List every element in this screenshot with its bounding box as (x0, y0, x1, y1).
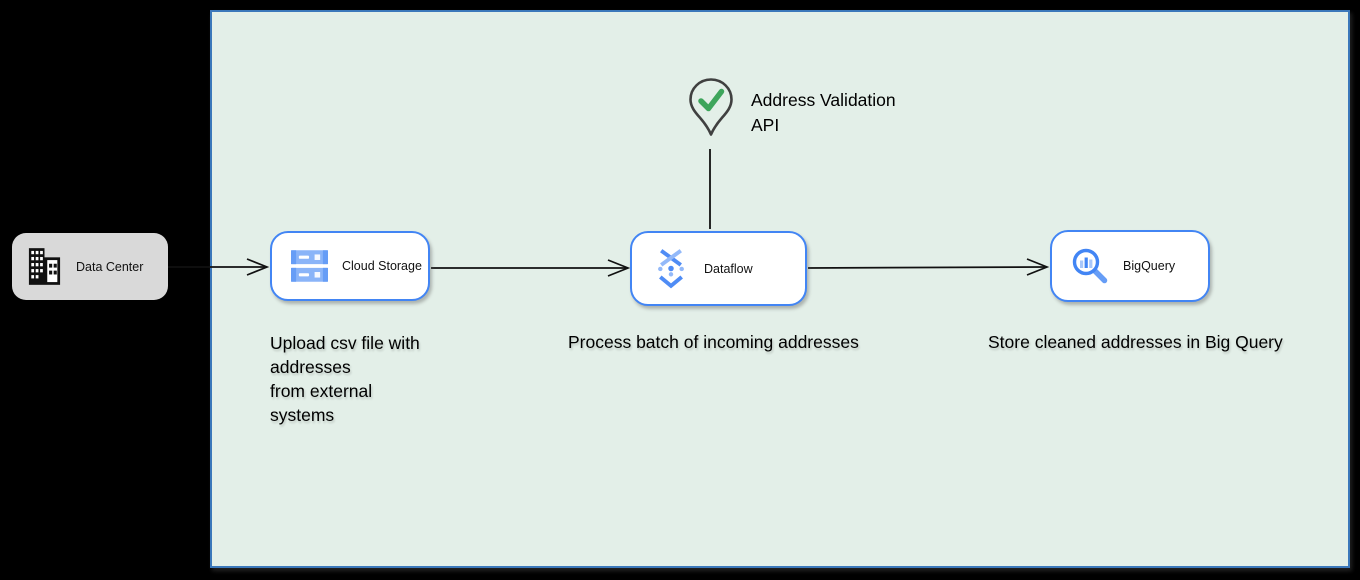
building-icon (28, 248, 61, 285)
description-bigquery: Store cleaned addresses in Big Query (988, 332, 1283, 352)
dataflow-icon (653, 248, 689, 289)
node-dataflow[interactable]: Dataflow (630, 231, 807, 306)
description-cloud-storage: Upload csv file with addresses from exte… (270, 333, 420, 425)
cloud-storage-icon (291, 250, 328, 282)
node-label-bigquery: BigQuery (1123, 259, 1176, 273)
description-dataflow: Process batch of incoming addresses (568, 332, 859, 352)
annotation-address-validation-api: Address Validation API (751, 90, 896, 135)
node-label-dataflow: Dataflow (704, 261, 753, 276)
node-label-data-center: Data Center (76, 259, 144, 274)
bigquery-icon (1070, 246, 1110, 286)
node-data-center[interactable]: Data Center (12, 233, 168, 300)
node-cloud-storage[interactable]: Cloud Storage (270, 231, 430, 301)
node-label-cloud-storage: Cloud Storage (342, 259, 422, 273)
node-bigquery[interactable]: BigQuery (1050, 230, 1210, 302)
